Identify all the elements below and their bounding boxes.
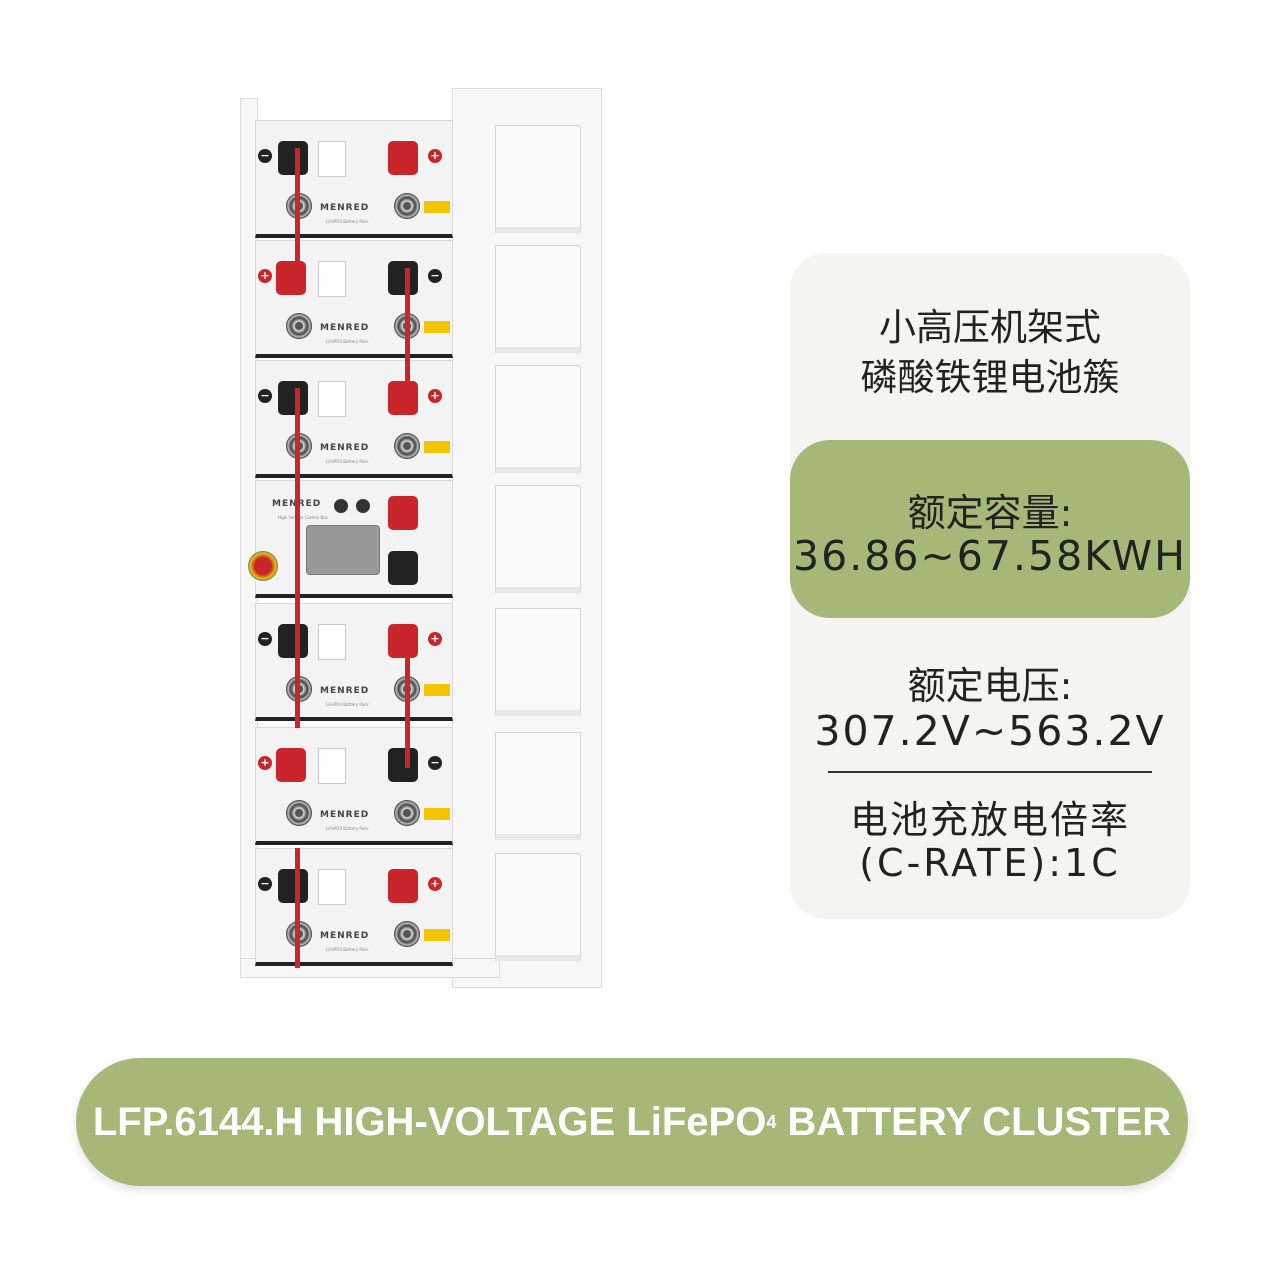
cable (295, 388, 300, 728)
voltage-value: 307.2V~563.2V (814, 707, 1166, 755)
polarity-icon: + (428, 877, 442, 891)
polarity-icon: − (428, 269, 442, 283)
module-label: LiFePO4 Battery Pack (326, 219, 369, 224)
module-label: LiFePO4 Battery Pack (326, 826, 369, 831)
spec-label-sticker (318, 381, 346, 417)
rack-drawer (495, 245, 581, 353)
warning-label (424, 201, 450, 213)
rack-drawer (495, 365, 581, 473)
title-line-2: 磷酸铁锂电池簇 (860, 356, 1120, 399)
module-label: LiFePO4 Battery Pack (326, 947, 369, 952)
fan-icon (286, 800, 312, 826)
crate-value: (C-RATE):1C (859, 841, 1121, 885)
warning-label (424, 929, 450, 941)
cable (405, 268, 410, 388)
title-line-1: 小高压机架式 (879, 306, 1101, 349)
spec-label-sticker (318, 141, 346, 177)
warning-label (424, 321, 450, 333)
indicator-light (356, 499, 370, 513)
brand-logo: MENRED (320, 443, 370, 453)
banner-subscript: 4 (766, 1111, 777, 1132)
warning-label (424, 808, 450, 820)
control-box: MENRED High Voltage Control Box (248, 480, 453, 598)
polarity-icon: − (258, 877, 272, 891)
banner-text-tail: BATTERY CLUSTER (776, 1099, 1172, 1144)
module-label: LiFePO4 Battery Pack (326, 459, 369, 464)
spec-label-sticker (318, 624, 346, 660)
brand-logo: MENRED (320, 810, 370, 820)
positive-terminal (388, 624, 418, 658)
brand-logo: MENRED (320, 686, 370, 696)
negative-terminal (278, 869, 308, 903)
negative-terminal (388, 551, 418, 585)
cable (405, 648, 410, 768)
cable (295, 148, 300, 268)
capacity-highlight: 额定容量: 36.86~67.58KWH (790, 440, 1190, 618)
negative-terminal (388, 261, 418, 295)
indicator-light (334, 499, 348, 513)
fan-icon (286, 313, 312, 339)
rack-drawer (495, 732, 581, 840)
cable (295, 848, 300, 968)
polarity-icon: − (258, 389, 272, 403)
control-box-label: High Voltage Control Box (278, 515, 328, 520)
battery-rack-image: − + MENRED LiFePO4 Battery Pack + − MENR… (240, 88, 605, 993)
brand-logo: MENRED (320, 931, 370, 941)
capacity-label: 额定容量: (907, 491, 1073, 535)
capacity-value: 36.86~67.58KWH (793, 532, 1187, 580)
brand-logo: MENRED (320, 323, 370, 333)
module-label: LiFePO4 Battery Pack (326, 339, 369, 344)
polarity-icon: − (258, 632, 272, 646)
positive-terminal (388, 381, 418, 415)
banner-text: LFP.6144.H HIGH-VOLTAGE LiFePO (92, 1099, 767, 1144)
battery-module: − + MENRED LiFePO4 Battery Pack (255, 848, 453, 966)
spec-label-sticker (318, 261, 346, 297)
warning-label (424, 441, 450, 453)
positive-terminal (388, 496, 418, 530)
rack-drawer (495, 485, 581, 593)
fan-icon (394, 433, 420, 459)
rack-drawer (495, 853, 581, 961)
battery-module: + − MENRED LiFePO4 Battery Pack (255, 240, 453, 358)
module-label: LiFePO4 Battery Pack (326, 702, 369, 707)
crate-label: 电池充放电倍率 (849, 798, 1130, 842)
rack-drawer (495, 608, 581, 716)
emergency-stop-button (248, 551, 278, 581)
spec-label-sticker (318, 869, 346, 905)
fan-icon (394, 193, 420, 219)
battery-module: + − MENRED LiFePO4 Battery Pack (255, 727, 453, 845)
voltage-label: 额定电压: (907, 664, 1073, 708)
warning-label (424, 684, 450, 696)
negative-terminal (278, 381, 308, 415)
rack-drawer (495, 125, 581, 233)
polarity-icon: − (428, 756, 442, 770)
polarity-icon: + (428, 632, 442, 646)
positive-terminal (388, 141, 418, 175)
polarity-icon: + (428, 149, 442, 163)
battery-module: − + MENRED LiFePO4 Battery Pack (255, 603, 453, 721)
positive-terminal (276, 261, 306, 295)
negative-terminal (278, 624, 308, 658)
negative-terminal (278, 141, 308, 175)
fan-icon (394, 921, 420, 947)
spec-label-sticker (318, 748, 346, 784)
battery-module: − + MENRED LiFePO4 Battery Pack (255, 120, 453, 238)
polarity-icon: + (258, 756, 272, 770)
polarity-icon: − (258, 149, 272, 163)
positive-terminal (388, 869, 418, 903)
breaker-panel (306, 525, 380, 575)
spec-card: 小高压机架式 磷酸铁锂电池簇 额定容量: 36.86~67.58KWH 额定电压… (790, 253, 1190, 919)
battery-module: − + MENRED LiFePO4 Battery Pack (255, 360, 453, 478)
polarity-icon: + (428, 389, 442, 403)
polarity-icon: + (258, 269, 272, 283)
fan-icon (394, 800, 420, 826)
brand-logo: MENRED (320, 203, 370, 213)
positive-terminal (276, 748, 306, 782)
divider (828, 771, 1152, 773)
negative-terminal (388, 748, 418, 782)
